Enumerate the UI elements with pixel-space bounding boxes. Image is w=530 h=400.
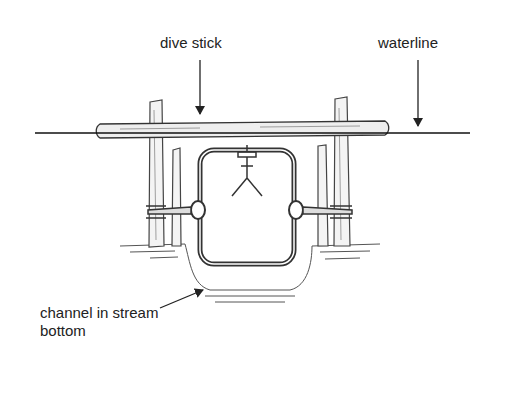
leader-arrows: [160, 60, 418, 308]
trap: [146, 145, 352, 264]
dive-stick: [96, 121, 389, 138]
part-label: channel in stream bottom: [40, 304, 172, 340]
waterline: [35, 132, 470, 134]
stakes: [149, 97, 350, 247]
stream-bottom: [120, 244, 380, 302]
part-label: dive stick: [160, 34, 250, 52]
part-label: waterline: [378, 34, 468, 52]
